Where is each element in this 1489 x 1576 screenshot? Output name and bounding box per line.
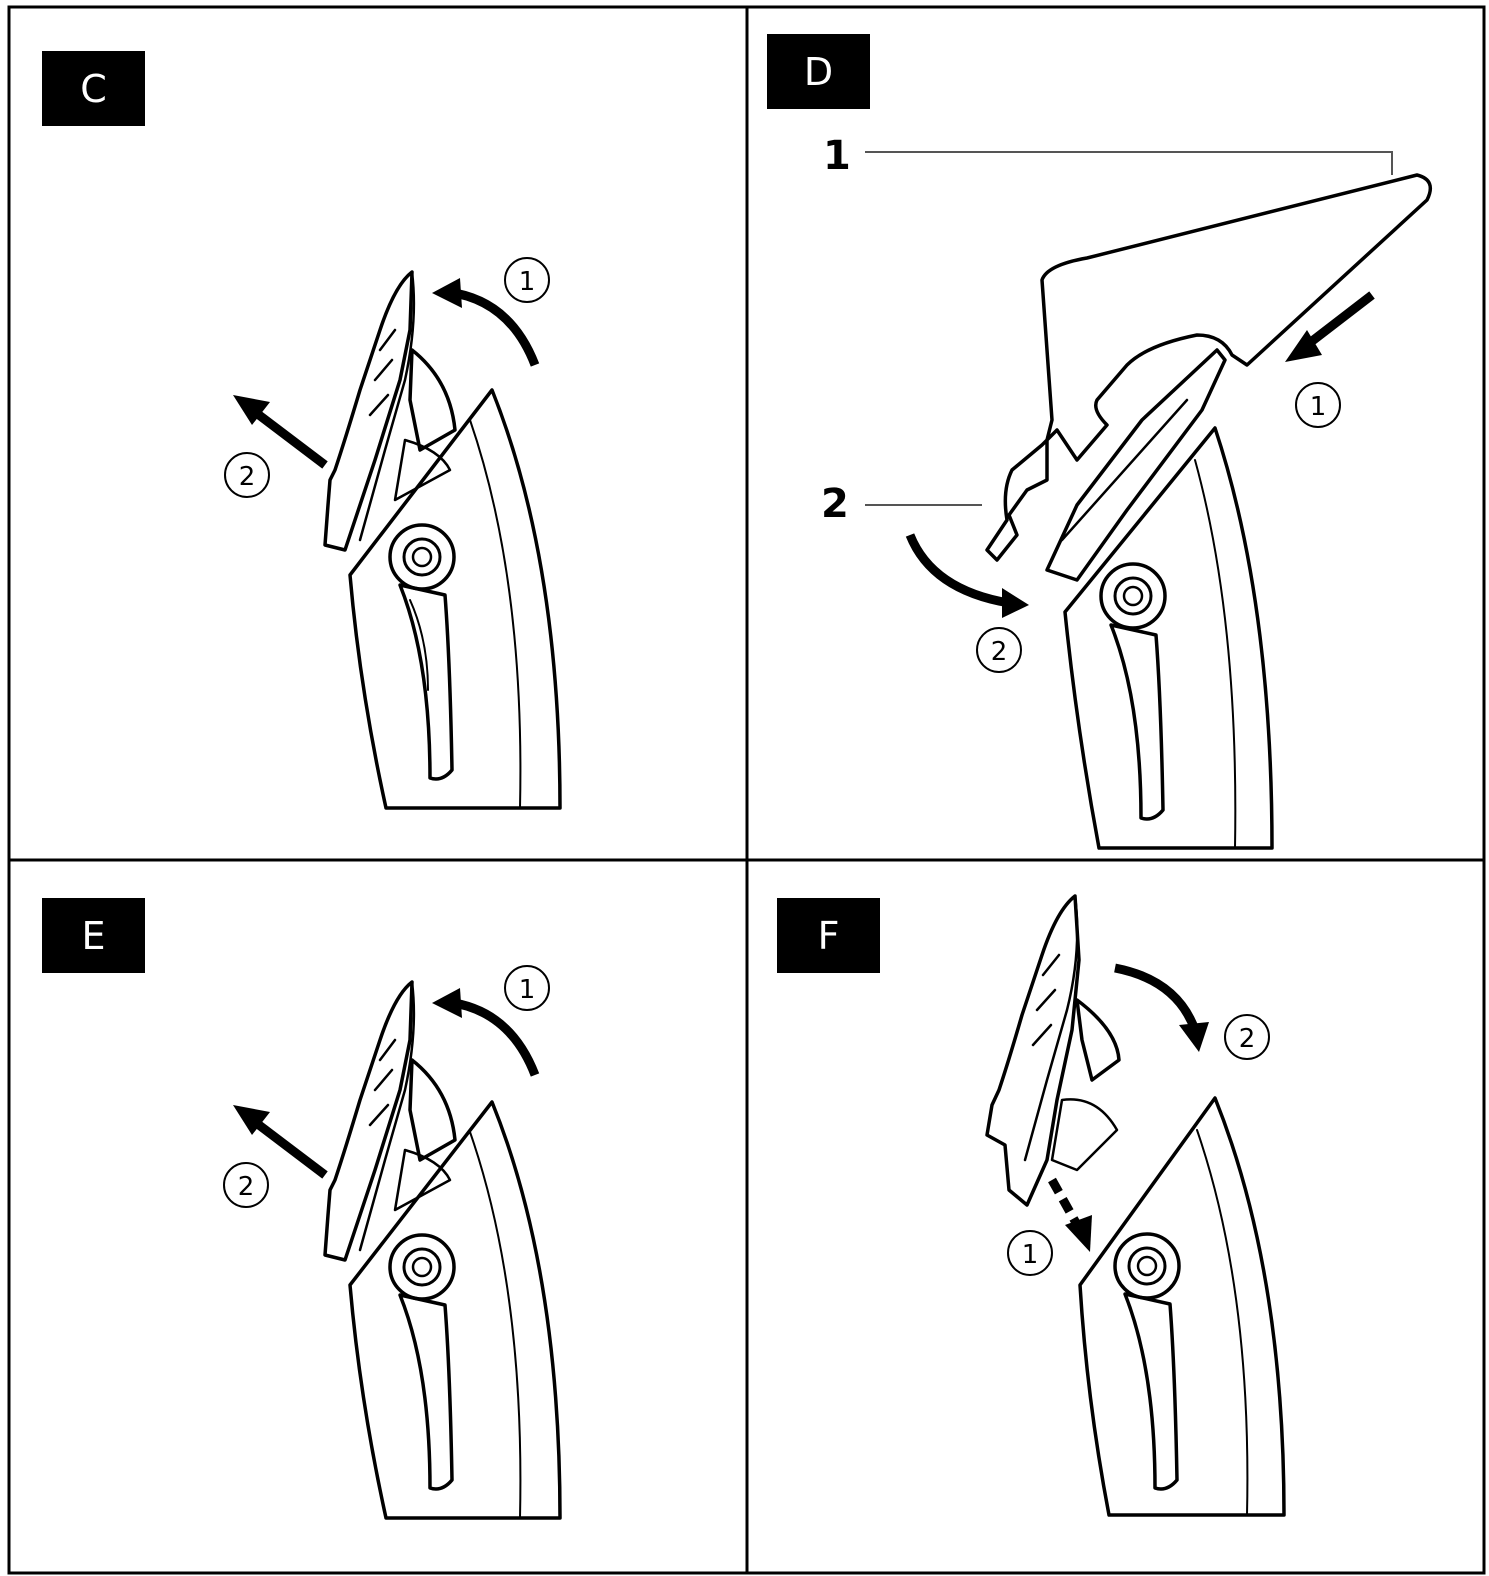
iron-body	[350, 1102, 560, 1518]
step-circle-1: 1	[1296, 383, 1340, 427]
iron-illustration-f: 1 2	[747, 860, 1484, 1573]
panel-c: C 1	[0, 0, 747, 860]
panel-d: D 1 2	[747, 0, 1484, 860]
svg-text:2: 2	[991, 637, 1008, 667]
arrow-rotate-2	[910, 535, 1029, 618]
svg-text:2: 2	[1239, 1024, 1256, 1054]
step-circle-2: 2	[1225, 1015, 1269, 1059]
step-circle-2: 2	[225, 453, 269, 497]
iron-illustration-e: 1 2	[0, 860, 747, 1573]
svg-text:2: 2	[239, 462, 256, 492]
step-circle-2: 2	[224, 1163, 268, 1207]
step-circle-2: 2	[977, 628, 1021, 672]
svg-text:1: 1	[519, 975, 536, 1005]
step-circle-1: 1	[505, 966, 549, 1010]
iron-illustration-c: 1 2	[0, 0, 747, 860]
svg-text:1: 1	[1022, 1240, 1039, 1270]
cassette-part	[987, 896, 1079, 1205]
arrow-rotate-2	[1115, 968, 1209, 1052]
panel-e: E 1 2	[0, 860, 747, 1573]
arrow-down-1	[1052, 1180, 1092, 1252]
step-circle-1: 1	[1008, 1231, 1052, 1275]
svg-text:2: 2	[238, 1172, 255, 1202]
svg-text:1: 1	[519, 267, 536, 297]
svg-text:1: 1	[1310, 392, 1327, 422]
iron-body	[350, 390, 560, 808]
iron-body	[1080, 1098, 1284, 1515]
step-circle-1: 1	[505, 258, 549, 302]
panel-f: F 1 2	[747, 860, 1484, 1573]
iron-illustration-d: 1 2	[747, 0, 1484, 860]
